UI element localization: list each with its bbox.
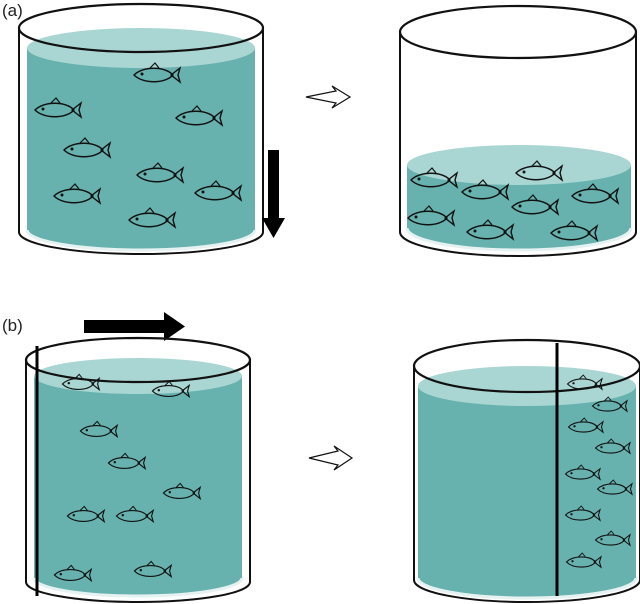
cylinder-wall <box>399 32 637 257</box>
cylinder-b-after <box>412 338 640 603</box>
water-body <box>418 386 636 598</box>
panel-label-b: (b) <box>2 316 23 335</box>
water-body <box>34 376 242 596</box>
cylinder-wall <box>413 366 640 603</box>
cylinder-a-after <box>398 4 638 257</box>
arrow-right-icon <box>84 312 185 341</box>
cylinder-rim <box>398 4 638 60</box>
hollow-arrow-right-icon <box>308 445 354 471</box>
panel-label-a: (a) <box>2 1 23 20</box>
cylinder-wall <box>18 28 264 255</box>
arrow-down-icon <box>262 150 285 238</box>
water-surface <box>34 358 242 394</box>
hollow-arrow-right-icon <box>305 85 352 109</box>
water-body <box>27 48 255 250</box>
water-surface <box>27 28 255 68</box>
water-body <box>407 165 631 250</box>
cylinder-b-before <box>24 336 252 603</box>
water-surface <box>418 366 636 406</box>
water-surface <box>407 145 631 185</box>
cylinder-a-before <box>17 2 265 255</box>
